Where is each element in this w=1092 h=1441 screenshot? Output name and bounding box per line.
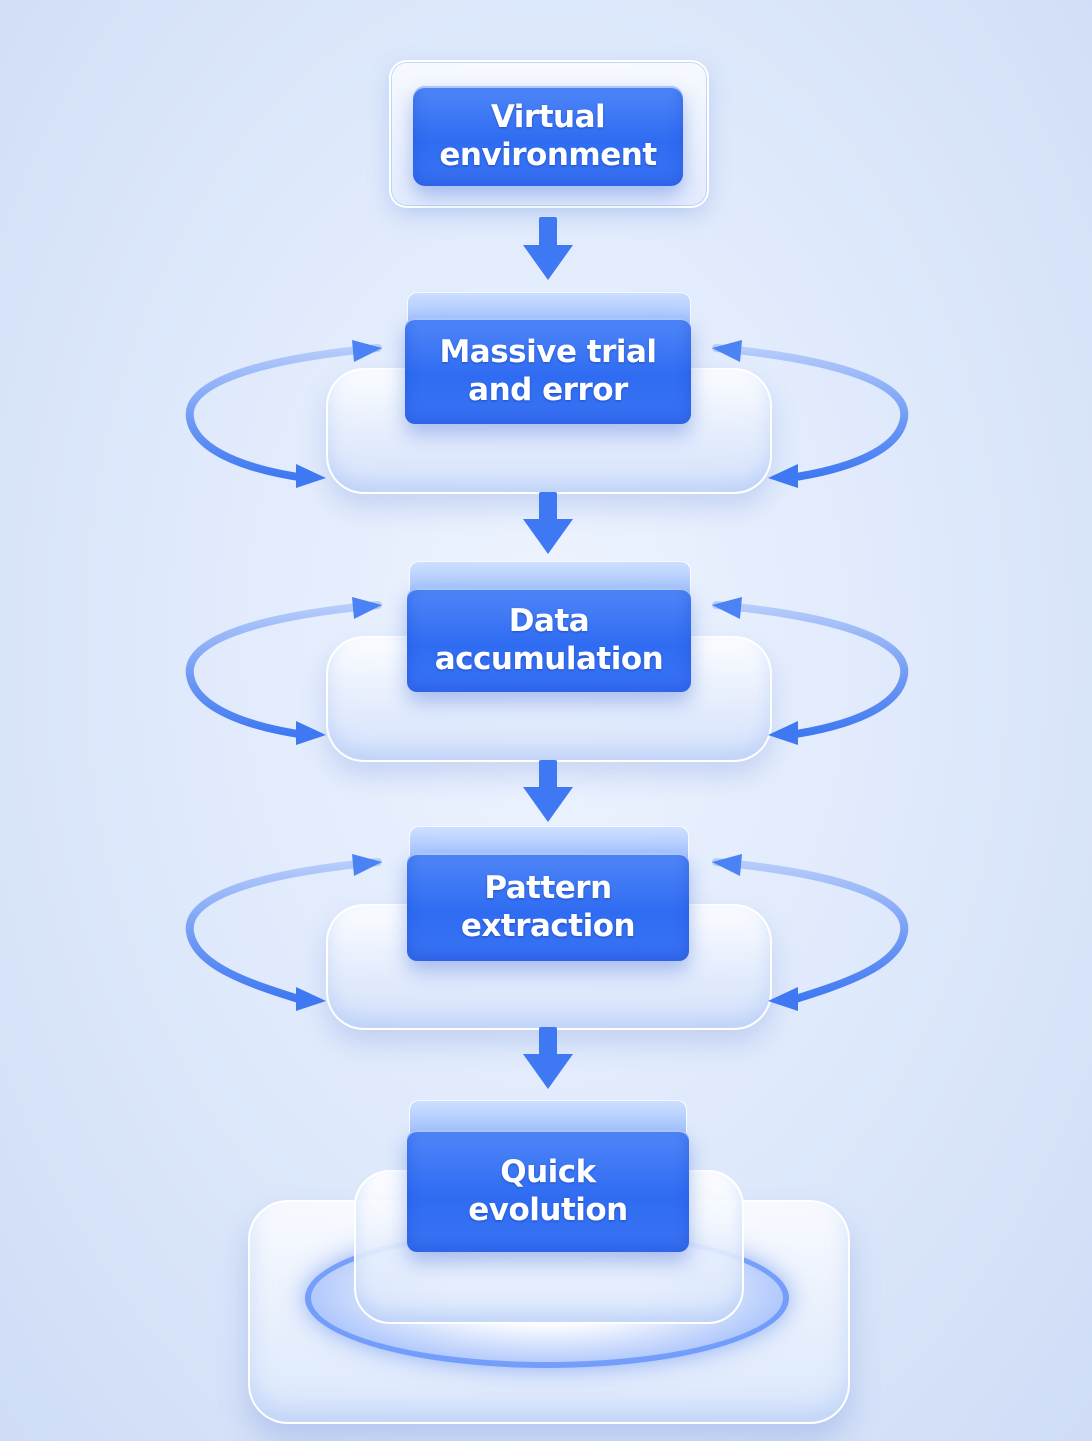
step-label: Massive trial and error — [439, 334, 657, 408]
step-massive-trial-and-error: Massive trial and error — [405, 318, 691, 424]
step-label: Pattern extraction — [460, 870, 636, 944]
step-quick-evolution: Quick evolution — [407, 1130, 689, 1252]
step-pattern-extraction: Pattern extraction — [407, 853, 689, 961]
step-label: Quick evolution — [468, 1154, 628, 1228]
step-label: Data accumulation — [434, 603, 664, 677]
step-label: Virtual environment — [439, 99, 657, 173]
down-arrow-icon — [523, 760, 573, 822]
down-arrow-icon — [523, 492, 573, 554]
step-virtual-environment: Virtual environment — [413, 86, 683, 186]
down-arrow-icon — [523, 217, 573, 280]
down-arrow-icon — [523, 1027, 573, 1089]
step-data-accumulation: Data accumulation — [407, 588, 691, 692]
